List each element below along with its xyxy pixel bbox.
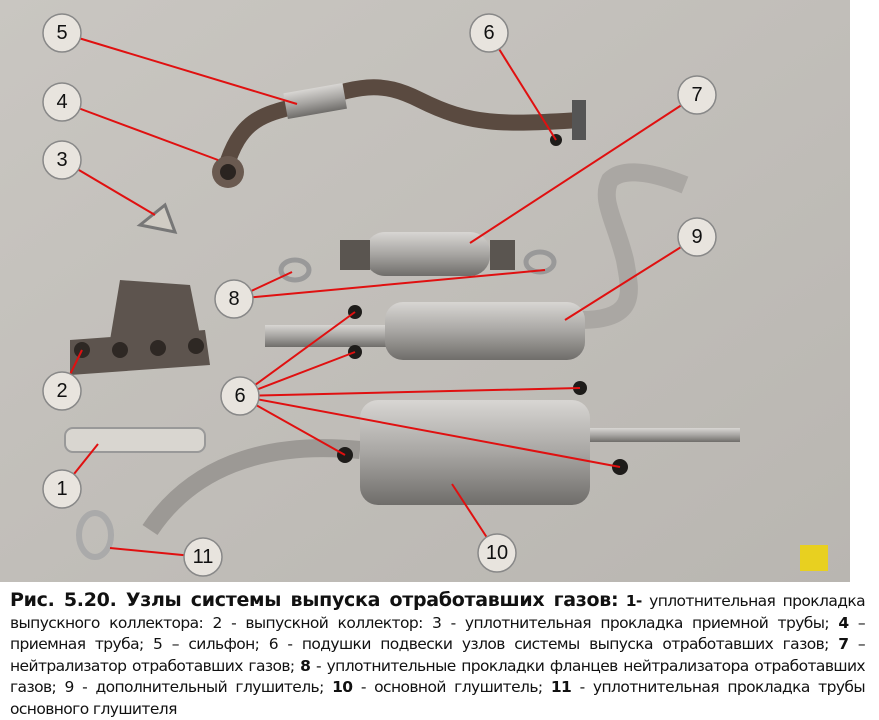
callout-11: 11 [183,537,223,577]
item-description: уплотнительная прокладка выпускного колл… [10,592,866,632]
item-number: 8 [300,656,311,675]
callout-6: 6 [220,376,260,416]
item-number: 11 [550,678,572,696]
callout-1: 1 [42,469,82,509]
callout-4: 4 [42,82,82,122]
callout-number: 8 [228,288,239,310]
callout-7: 7 [677,75,717,115]
item-description: - основной глушитель; [352,678,551,696]
auxiliary-muffler [385,302,585,360]
main-muffler [360,400,590,505]
callout-number: 2 [56,380,67,402]
manifold-gasket [64,427,206,453]
item-number: 7 [838,635,849,653]
exhaust-manifold [70,280,210,375]
callout-10: 10 [477,533,517,573]
gasket-3 [136,202,178,234]
callout-number: 5 [56,22,67,44]
callout-9: 9 [677,217,717,257]
item-number: 10 [332,678,353,696]
callout-number: 6 [234,385,245,407]
caption-title: Рис. 5.20. Узлы системы выпуска отработа… [10,589,619,611]
callout-number: 7 [691,84,702,106]
callout-number: 6 [483,22,494,44]
callout-6: 6 [469,13,509,53]
callout-number: 4 [56,91,67,113]
item-description: - уплотнительная прокладка трубы основно… [10,678,866,718]
callout-8: 8 [214,279,254,319]
callout-number: 9 [691,226,702,248]
publisher-logo [800,545,828,571]
callout-number: 1 [56,478,67,500]
front-pipe [217,79,581,173]
item-description: - уплотнительные прокладки фланцев нейтр… [10,656,866,697]
item-number: 4 [838,613,849,632]
bellows [283,82,347,119]
callout-5: 5 [42,13,82,53]
item-number: 1- [625,592,643,610]
callout-2: 2 [42,371,82,411]
item-description: – приемная труба; 5 – сильфон; 6 - подуш… [10,613,866,654]
callout-3: 3 [42,140,82,180]
catalytic-converter [365,232,490,276]
callout-number: 11 [193,546,214,568]
item-description: – нейтрализатор отработавших газов; [10,635,866,675]
callout-number: 10 [486,542,508,564]
figure-caption: Рис. 5.20. Узлы системы выпуска отработа… [10,589,866,720]
callout-number: 3 [56,149,67,171]
